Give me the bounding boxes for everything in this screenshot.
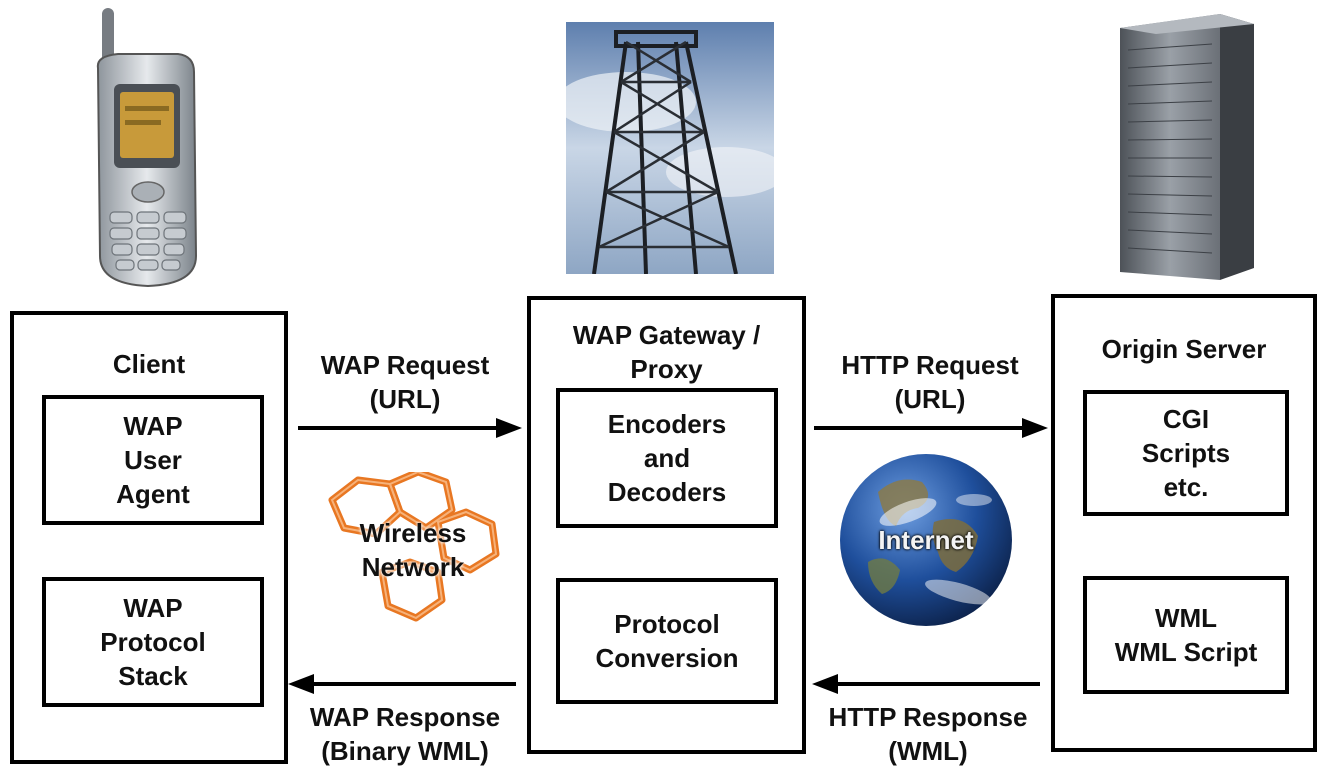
transmission-tower-icon: [566, 22, 774, 274]
encoders-decoders-box: Encoders and Decoders: [556, 388, 778, 528]
protocol-conversion-box: Protocol Conversion: [556, 578, 778, 704]
cgi-scripts-box: CGI Scripts etc.: [1083, 390, 1289, 516]
wap-response-label: WAP Response (Binary WML): [309, 702, 501, 766]
wireless-network-label: Wireless Network: [359, 518, 467, 582]
client-box: Client WAP User Agent WAP Protocol Stack: [10, 311, 288, 764]
server-title: Origin Server: [1101, 334, 1267, 364]
http-request-arrowhead: [1022, 418, 1048, 438]
origin-server-box: Origin Server CGI Scripts etc. WML WML S…: [1051, 294, 1317, 752]
earth-globe-icon: [840, 454, 1012, 626]
http-response-arrowhead: [812, 674, 838, 694]
wap-request-arrowhead: [496, 418, 522, 438]
gateway-title: WAP Gateway / Proxy: [572, 320, 761, 384]
wap-gateway-box: WAP Gateway / Proxy Encoders and Decoder…: [527, 296, 806, 754]
http-response-label: HTTP Response (WML): [828, 702, 1028, 766]
http-request-label: HTTP Request (URL): [841, 350, 1019, 414]
internet-label: Internet: [878, 525, 974, 555]
wml-script-box: WML WML Script: [1083, 576, 1289, 694]
client-title: Client: [112, 349, 186, 379]
wap-response-arrowhead: [288, 674, 314, 694]
wap-user-agent-box: WAP User Agent: [42, 395, 264, 525]
hexagon-network-icon: [328, 472, 500, 622]
mobile-phone-icon: [96, 8, 198, 288]
wap-protocol-stack-box: WAP Protocol Stack: [42, 577, 264, 707]
wap-request-label: WAP Request (URL): [320, 350, 490, 414]
server-tower-icon: [1120, 14, 1254, 280]
